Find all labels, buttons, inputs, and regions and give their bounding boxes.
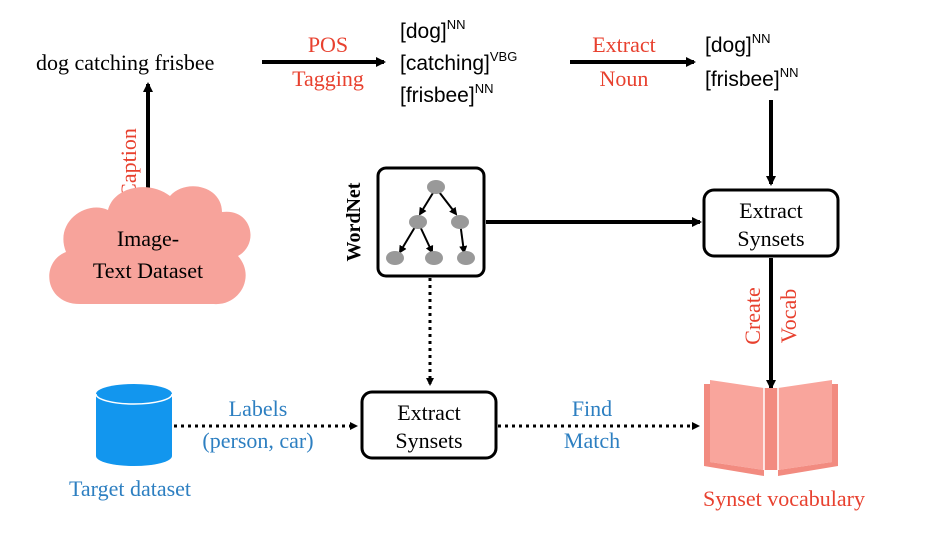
find-match-line1: Find [572,396,612,421]
extract-synsets-top-line1: Extract [739,198,803,223]
extract-synsets-bottom-line1: Extract [397,400,461,425]
labels-edge-line2: (person, car) [202,428,313,453]
create-vocab-line1: Create [740,287,765,344]
tagged-word-catching: [catching]VBG [400,49,517,75]
pos-tagging-label-line2: Tagging [292,66,364,91]
pos-tagging-label-line1: POS [308,32,348,57]
tagged-word-dog: [dog]NN [400,17,466,43]
extract-synsets-top-line2: Synsets [737,226,804,251]
open-book-icon [704,380,838,476]
synset-vocabulary-label: Synset vocabulary [703,486,865,511]
labels-edge-line1: Labels [229,396,288,421]
tagged-word-frisbee: [frisbee]NN [400,81,493,107]
tree-graph-icon [386,180,475,265]
noun-dog: [dog]NN [705,31,771,57]
extract-synsets-bottom-box [360,390,498,460]
extract-synsets-top-box [702,188,840,258]
extract-noun-label-line1: Extract [592,32,656,57]
extract-noun-label-line2: Noun [600,66,649,91]
noun-frisbee: [frisbee]NN [705,65,798,91]
find-match-line2: Match [564,428,620,453]
target-dataset-label: Target dataset [69,476,191,501]
image-text-dataset-line2: Text Dataset [93,258,203,283]
image-text-dataset-line1: Image- [117,226,179,251]
caption-text: dog catching frisbee [36,50,214,75]
wordnet-label: WordNet [343,182,365,261]
create-vocab-line2: Vocab [776,289,801,344]
cloud-icon [49,186,251,305]
database-cylinder-icon [95,384,173,466]
caption-label: Caption [116,128,141,198]
extract-synsets-bottom-line2: Synsets [395,428,462,453]
